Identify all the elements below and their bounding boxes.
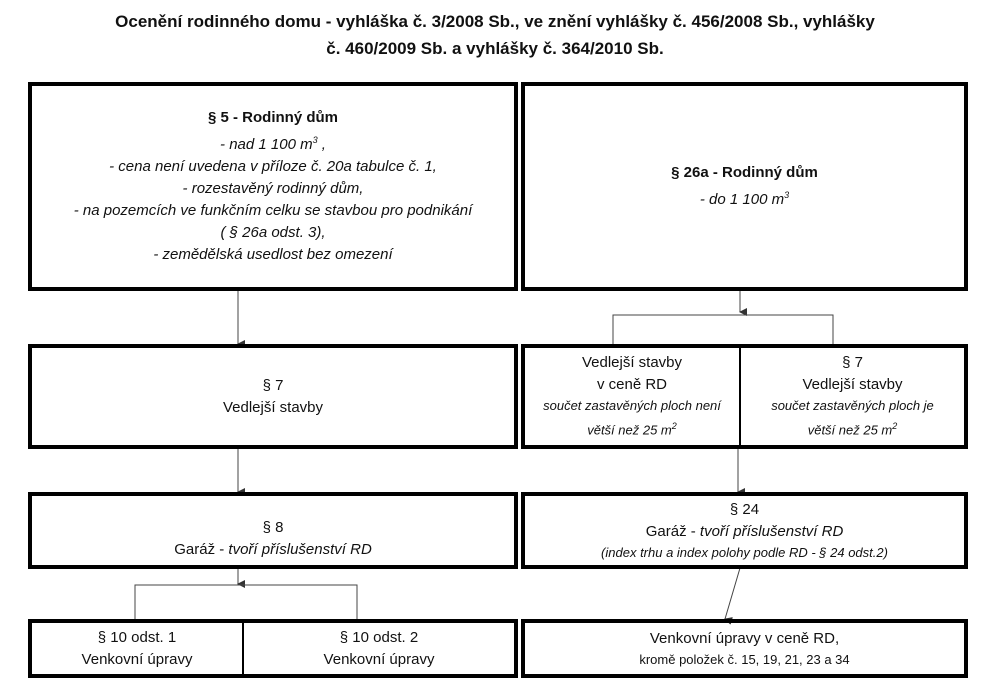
box-s8-garaz: § 8 Garáž - tvoří příslušenství RD bbox=[28, 492, 518, 569]
box-s26a-rodinny-dum: § 26a - Rodinný dům - do 1 100 m3 bbox=[521, 82, 968, 291]
box-line: větší než 25 m2 bbox=[587, 421, 677, 438]
split-line-left bbox=[134, 584, 358, 619]
box-line: - nad 1 100 m3 , bbox=[220, 135, 326, 153]
box-line: § 7 bbox=[842, 354, 863, 372]
box-line: Venkovní úpravy bbox=[323, 650, 435, 668]
cell-s7-vedlejsi: § 7 Vedlejší stavby součet zastavěných p… bbox=[741, 348, 964, 445]
box-line: součet zastavěných ploch není bbox=[543, 398, 721, 414]
box-s10-split: § 10 odst. 1 Venkovní úpravy § 10 odst. … bbox=[28, 619, 518, 678]
box-line: kromě položek č. 15, 19, 21, 23 a 34 bbox=[639, 651, 850, 667]
box-s24-garaz: § 24 Garáž - tvoří příslušenství RD (ind… bbox=[521, 492, 968, 569]
cell-s10-odst-2: § 10 odst. 2 Venkovní úpravy bbox=[244, 623, 514, 674]
box-line: - na pozemcích ve funkčním celku se stav… bbox=[73, 202, 473, 219]
title-line-2: č. 460/2009 Sb. a vyhlášky č. 364/2010 S… bbox=[326, 39, 664, 58]
box-line: Venkovní úpravy bbox=[81, 650, 193, 668]
box-line: § 10 odst. 2 bbox=[339, 628, 419, 646]
box-venkovni-upravy-rd: Venkovní úpravy v ceně RD, kromě položek… bbox=[521, 619, 968, 678]
box-line: Garáž - tvoří příslušenství RD bbox=[645, 522, 844, 540]
box-line: - zemědělská usedlost bez omezení bbox=[153, 246, 393, 263]
box-line: - cena není uvedena v příloze č. 20a tab… bbox=[109, 158, 437, 175]
box-line: - do 1 100 m3 bbox=[699, 190, 790, 208]
box-line: součet zastavěných ploch je bbox=[771, 398, 934, 414]
box-heading: § 26a - Rodinný dům bbox=[671, 164, 818, 181]
cell-s10-odst-1: § 10 odst. 1 Venkovní úpravy bbox=[32, 623, 244, 674]
box-vedlejsi-split: Vedlejší stavby v ceně RD součet zastavě… bbox=[521, 344, 968, 449]
box-line: § 10 odst. 1 bbox=[97, 628, 177, 646]
box-line: - rozestavěný rodinný dům, bbox=[182, 180, 364, 197]
box-line: Vedlejší stavby bbox=[222, 398, 324, 416]
box-s7-vedlejsi-stavby: § 7 Vedlejší stavby bbox=[28, 344, 518, 449]
box-line: § 8 bbox=[262, 519, 284, 536]
arrow-s24-to-venkovni bbox=[724, 567, 741, 625]
box-line: Vedlejší stavby bbox=[581, 354, 683, 372]
box-s5-rodinny-dum: § 5 - Rodinný dům - nad 1 100 m3 , - cen… bbox=[28, 82, 518, 291]
split-line-right bbox=[612, 314, 834, 344]
box-line: větší než 25 m2 bbox=[807, 421, 898, 438]
box-line: v ceně RD bbox=[596, 376, 668, 394]
box-heading: § 5 - Rodinný dům bbox=[207, 109, 338, 126]
box-line: Vedlejší stavby bbox=[802, 376, 903, 394]
box-line: Venkovní úpravy v ceně RD, bbox=[649, 629, 840, 647]
box-line: § 24 bbox=[729, 500, 760, 518]
box-line: ( § 26a odst. 3), bbox=[220, 224, 326, 241]
box-line: Garáž - tvoří příslušenství RD bbox=[174, 541, 372, 558]
box-line: (index trhu a index polohy podle RD - § … bbox=[601, 544, 888, 560]
title-line-1: Ocenění rodinného domu - vyhláška č. 3/2… bbox=[115, 12, 875, 31]
cell-vedlejsi-v-cene-rd: Vedlejší stavby v ceně RD součet zastavě… bbox=[525, 348, 741, 445]
box-line: § 7 bbox=[262, 376, 284, 394]
